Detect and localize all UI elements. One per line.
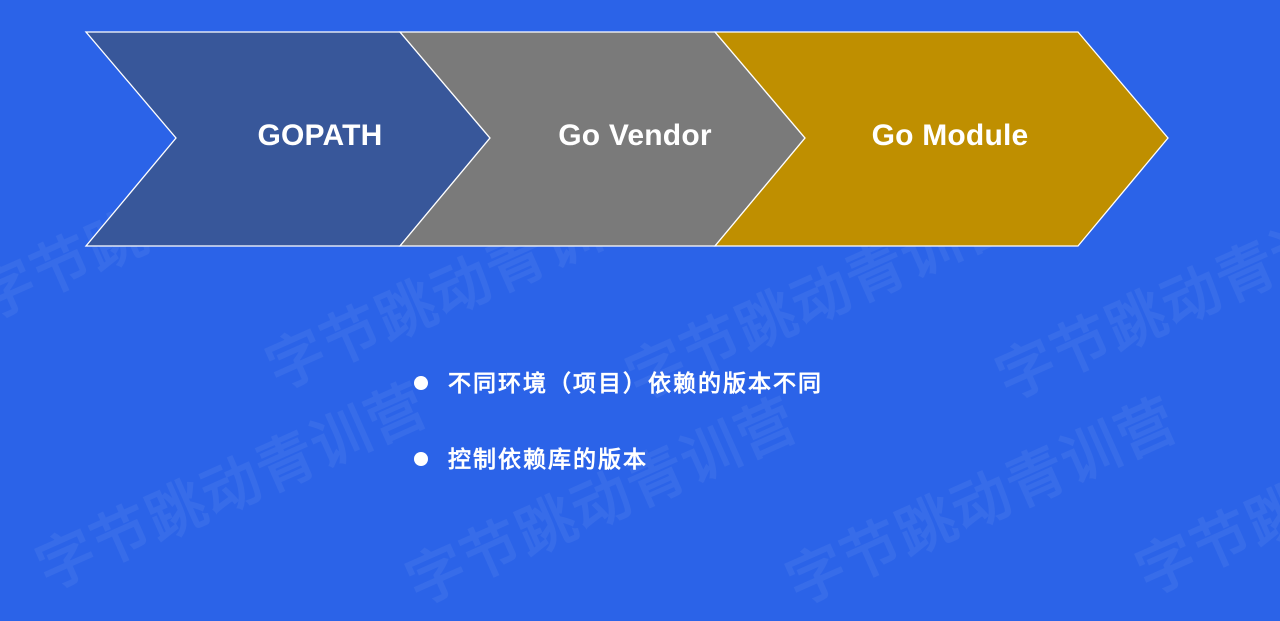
list-item: 控制依赖库的版本 — [414, 443, 1034, 475]
stage-go-vendor-label: Go Vendor — [558, 119, 712, 152]
process-arrows — [84, 31, 1169, 247]
list-item-text: 控制依赖库的版本 — [448, 445, 648, 473]
list-item: 不同环境（项目）依赖的版本不同 — [414, 367, 1034, 399]
stage-gopath-label: GOPATH — [257, 119, 383, 152]
bullet-list: 不同环境（项目）依赖的版本不同 控制依赖库的版本 — [414, 367, 1034, 519]
list-item-text: 不同环境（项目）依赖的版本不同 — [448, 369, 823, 397]
stage-go-module-label: Go Module — [871, 119, 1029, 152]
process-diagram: GOPATH Go Vendor Go Module — [0, 0, 1280, 260]
bullet-icon — [414, 452, 428, 466]
watermark-text: 字节跳动青训营 — [1126, 375, 1280, 609]
bullet-icon — [414, 376, 428, 390]
watermark-text: 字节跳动青训营 — [26, 370, 438, 604]
stage-go-module-arrow — [713, 31, 1169, 247]
